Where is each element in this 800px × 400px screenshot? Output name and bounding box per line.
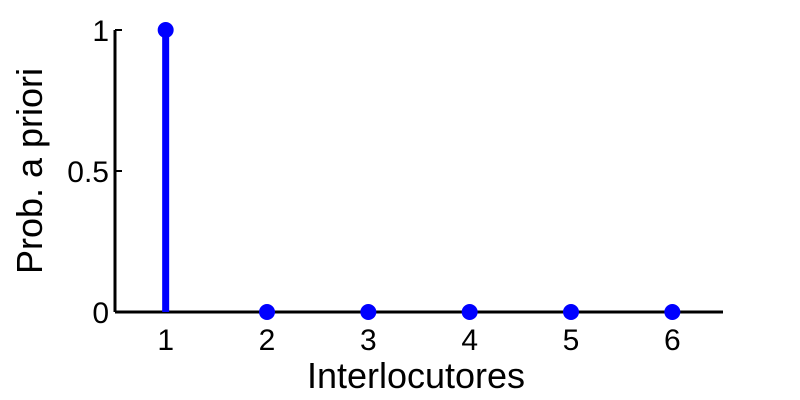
stem-marker [157,22,174,38]
markers [157,22,681,320]
y-axis-label: Prob. a priori [9,68,50,274]
x-axis-label: Interlocutores [307,355,525,396]
y-tick-label: 0 [92,297,109,330]
x-tick-label: 3 [360,324,377,357]
axes [113,30,723,314]
stem-marker [664,304,681,320]
stem-marker [259,304,275,320]
y-tick-label: 1 [92,15,109,48]
x-tick-label: 6 [664,324,681,357]
y-ticks: 00.51 [67,15,122,330]
x-tick-label: 5 [563,324,580,357]
x-tick-label: 2 [259,324,276,357]
x-tick-label: 4 [461,324,478,357]
stem-marker [563,304,579,320]
x-tick-label: 1 [157,324,174,357]
y-tick-label: 0.5 [67,156,109,189]
stem-marker [360,304,377,320]
stem-marker [461,304,478,320]
